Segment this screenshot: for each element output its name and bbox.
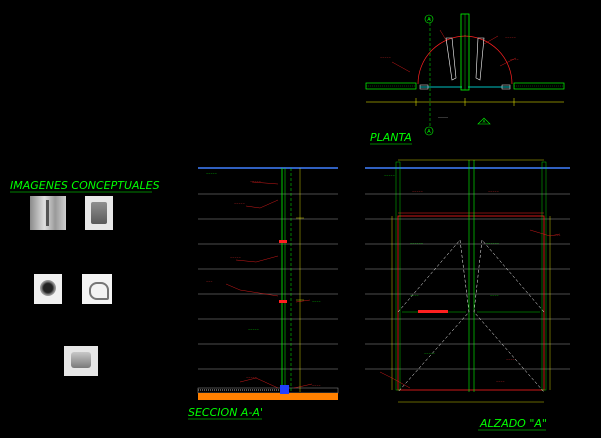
concept-image-handle	[82, 274, 112, 304]
svg-text:~~~~~: ~~~~~	[248, 328, 259, 331]
section-marker-top-label: A	[427, 17, 431, 23]
svg-text:~~~~~: ~~~~~	[380, 56, 391, 59]
svg-text:~~~~: ~~~~	[510, 58, 519, 61]
svg-text:~~~~~: ~~~~~	[488, 190, 499, 193]
svg-text:~~~~~: ~~~~~	[505, 36, 516, 39]
section-marker-bottom	[424, 126, 434, 136]
door-swing-arc	[417, 35, 467, 85]
section-marker-bottom-label: A	[427, 129, 431, 135]
swing-diagonal-right	[473, 239, 545, 393]
svg-text:~~~~~~: ~~~~~~	[486, 242, 499, 245]
handle	[475, 37, 485, 81]
plan-title: PLANTA	[370, 131, 412, 144]
svg-text:~~~~~: ~~~~~	[424, 352, 435, 355]
svg-text:~~~: ~~~	[206, 280, 213, 283]
svg-text:~~~~~: ~~~~~	[230, 256, 241, 259]
svg-text:~~~~~: ~~~~~	[412, 190, 423, 193]
door-frame	[397, 215, 545, 391]
swing-diagonal-left	[397, 239, 470, 393]
concept-image-hinge	[85, 196, 113, 230]
elevation-title: ALZADO "A"	[479, 417, 547, 430]
floor-pivot	[280, 385, 289, 394]
svg-text:~~~~~: ~~~~~	[250, 180, 261, 183]
concept-image-floor-spring	[34, 274, 62, 304]
svg-text:~~~~~: ~~~~~	[246, 376, 257, 379]
svg-text:~~~~: ~~~~	[410, 294, 419, 297]
svg-text:~~~~: ~~~~	[312, 300, 321, 303]
concept-image-glass-door	[30, 196, 66, 230]
handle	[445, 37, 457, 81]
images-title: IMAGENES CONCEPTUALES	[10, 179, 160, 192]
section-grid	[198, 193, 338, 370]
svg-text:~~~~~: ~~~~~	[384, 174, 395, 177]
svg-text:~~~~: ~~~~	[490, 294, 499, 297]
handle-elevation	[418, 310, 448, 313]
concept-image-lock	[64, 346, 98, 376]
section-view: ~~~~~ ~~~~~ ~~~~~ ~~~~~ ~~~ ~~~~ ~~~~~ ~…	[188, 167, 339, 420]
svg-text:~~~~: ~~~~	[312, 384, 321, 387]
section-marker-top	[424, 14, 434, 24]
svg-text:~~~~: ~~~~	[496, 380, 505, 383]
elevation-grid	[365, 193, 570, 370]
svg-text:~~~~~: ~~~~~	[234, 202, 245, 205]
floor-slab	[198, 393, 338, 400]
svg-text:~~~~~: ~~~~~	[206, 172, 217, 175]
svg-text:~~~~~~: ~~~~~~	[410, 242, 423, 245]
door-swing-arc	[463, 35, 513, 85]
elevation-view: ~~~~~ ~~~~~ ~~~~~ ~~~~~~ ~~~~~~ ~~~~ ~~~…	[365, 159, 570, 431]
svg-text:~~~~~: ~~~~~	[438, 116, 448, 119]
svg-text:~~~~: ~~~~	[506, 358, 515, 361]
section-title: SECCION A-A'	[188, 406, 263, 419]
svg-text:~~~: ~~~	[554, 234, 561, 237]
elevation-marker	[477, 117, 491, 125]
plan-view: ~~~~~ ~~~~~ ~~~~ ~~~~~ A A A PLANTA	[365, 13, 565, 145]
elevation-marker-label: A	[483, 119, 486, 124]
